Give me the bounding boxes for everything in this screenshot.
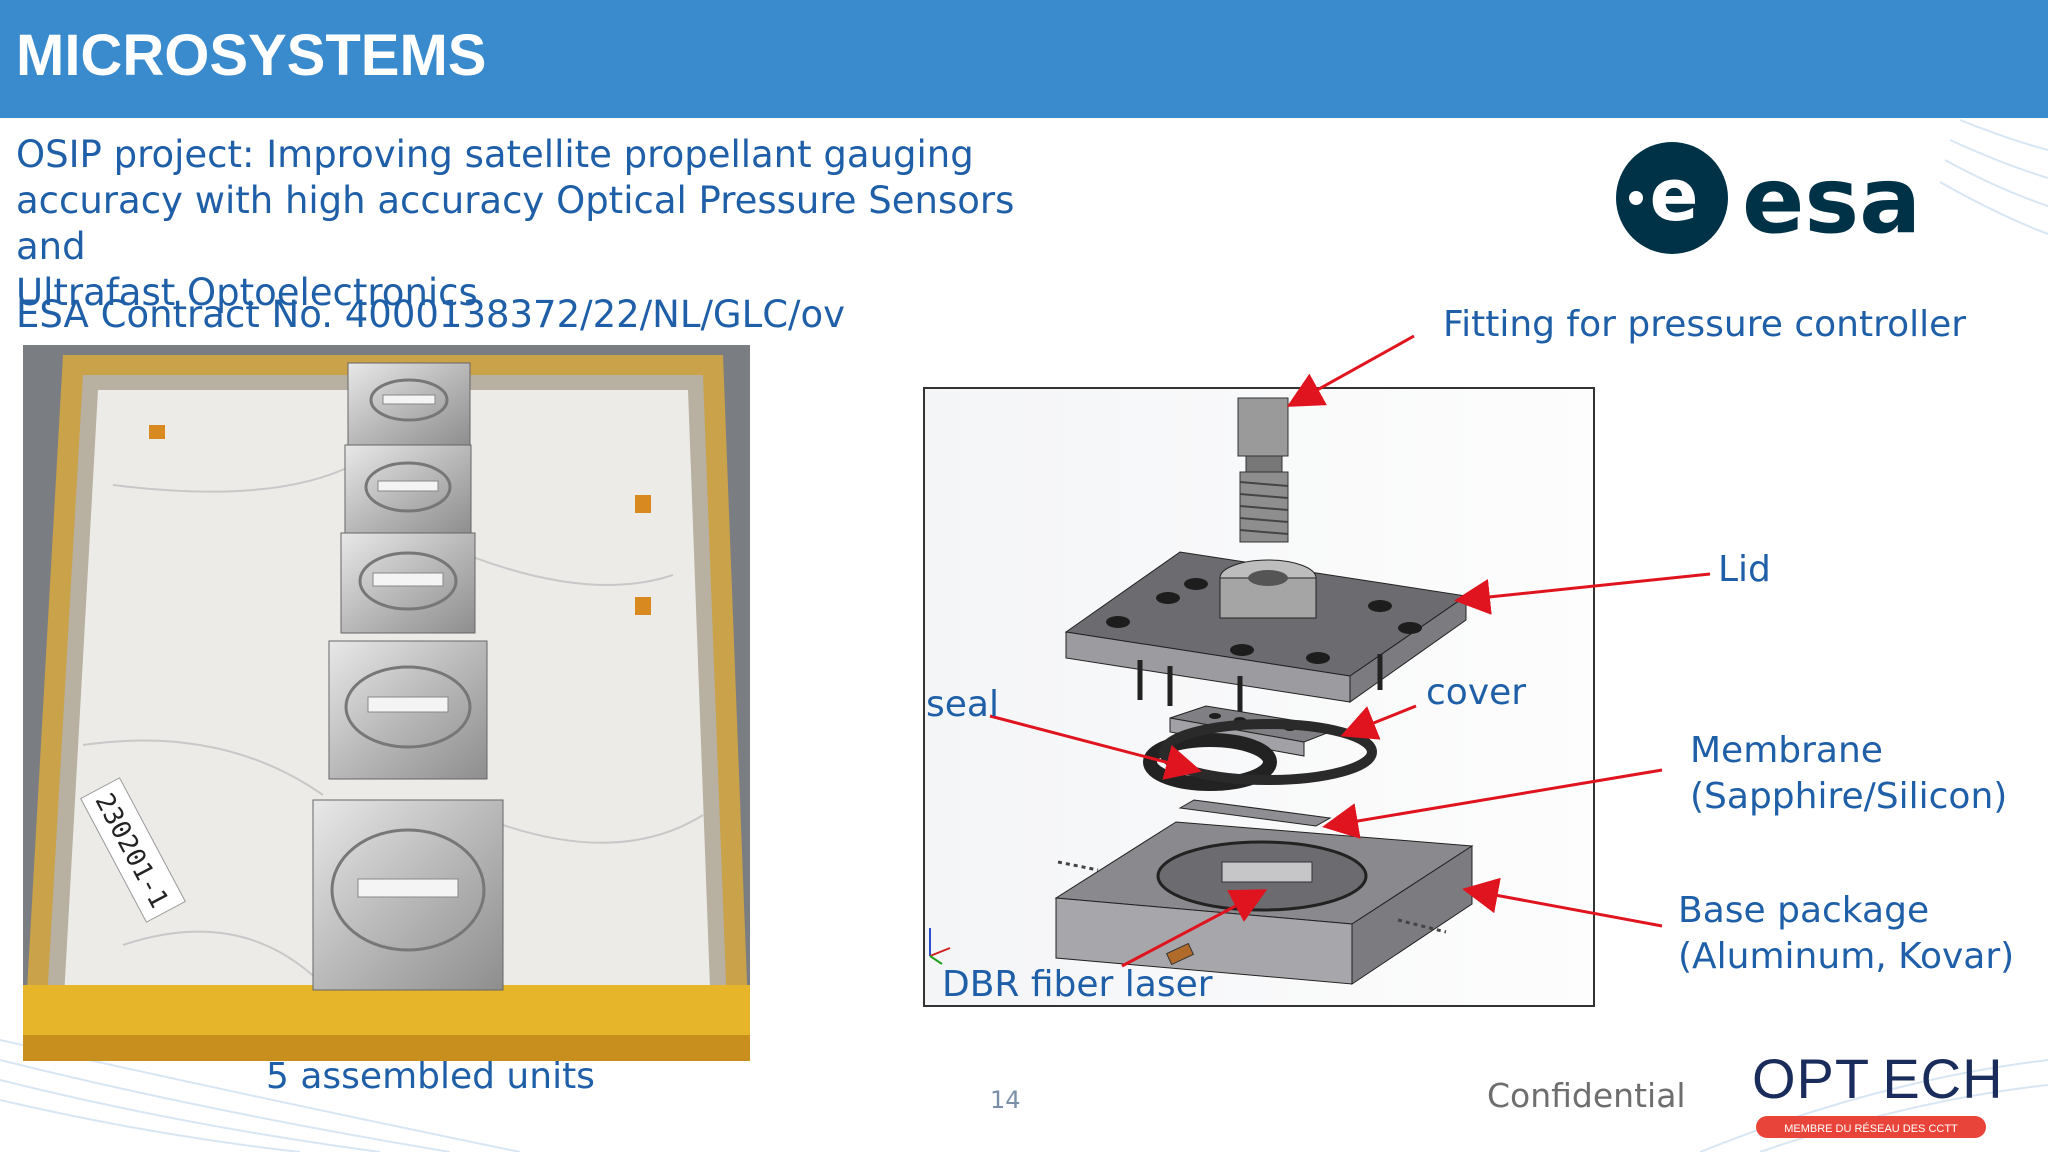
arrow-lid — [1454, 572, 1711, 615]
project-description: OSIP project: Improving satellite propel… — [16, 132, 1026, 316]
contract-number: ESA Contract No. 4000138372/22/NL/GLC/ov — [16, 293, 846, 336]
slide-title: MICROSYSTEMS — [16, 23, 487, 88]
unit-3 — [340, 532, 476, 634]
header-bar — [0, 0, 2048, 118]
seal-ring — [1143, 733, 1277, 791]
unit-1 — [347, 362, 471, 446]
label-base-line-1: Base package — [1678, 890, 1930, 931]
project-line-2: accuracy with high accuracy Optical Pres… — [16, 179, 1015, 268]
confidential-notice: Confidential — [1487, 1076, 1686, 1115]
label-base-package: Base package (Aluminum, Kovar) — [1678, 888, 2014, 980]
esa-logo-text: esa — [1742, 147, 1921, 254]
label-seal: seal — [926, 684, 999, 725]
lid-part — [1064, 551, 1468, 716]
label-laser: DBR fiber laser — [942, 964, 1213, 1005]
optech-logo: OPT ECH MEMBRE DU RÉSEAU DES CCTT — [1752, 1048, 2004, 1138]
label-fitting: Fitting for pressure controller — [1443, 304, 1967, 345]
unit-4 — [328, 640, 488, 780]
arrow-cover — [1340, 704, 1417, 740]
photo-caption: 5 assembled units — [266, 1056, 595, 1097]
assembled-units-photo: 230201-1 — [23, 345, 750, 1061]
label-membrane: Membrane (Sapphire/Silicon) — [1690, 728, 2007, 820]
label-membrane-line-1: Membrane — [1690, 730, 1883, 771]
arrow-membrane — [1322, 768, 1663, 839]
arrow-laser — [1121, 889, 1268, 968]
axis-triad — [929, 928, 951, 965]
label-cover: cover — [1426, 672, 1527, 713]
fitting-part — [1237, 397, 1289, 543]
label-membrane-line-2: (Sapphire/Silicon) — [1690, 776, 2008, 817]
label-base-line-2: (Aluminum, Kovar) — [1678, 936, 2015, 977]
arrow-fitting — [1286, 334, 1415, 407]
arrow-seal — [989, 714, 1202, 780]
unit-5 — [312, 799, 504, 991]
optech-tagline: MEMBRE DU RÉSEAU DES CCTT — [1784, 1122, 1958, 1135]
project-line-3: Ultrafast Optoelectronics — [16, 271, 478, 314]
esa-logo: e esa — [1616, 142, 1921, 254]
project-line-1: OSIP project: Improving satellite propel… — [16, 133, 974, 176]
page-number: 14 — [990, 1086, 1021, 1114]
unit-2 — [344, 444, 472, 534]
label-lid: Lid — [1718, 549, 1771, 590]
base-package-part — [1054, 821, 1474, 985]
arrow-base — [1462, 877, 1663, 928]
svg-text:e: e — [1650, 153, 1699, 237]
optech-logo-text: OPT ECH — [1752, 1048, 2004, 1110]
